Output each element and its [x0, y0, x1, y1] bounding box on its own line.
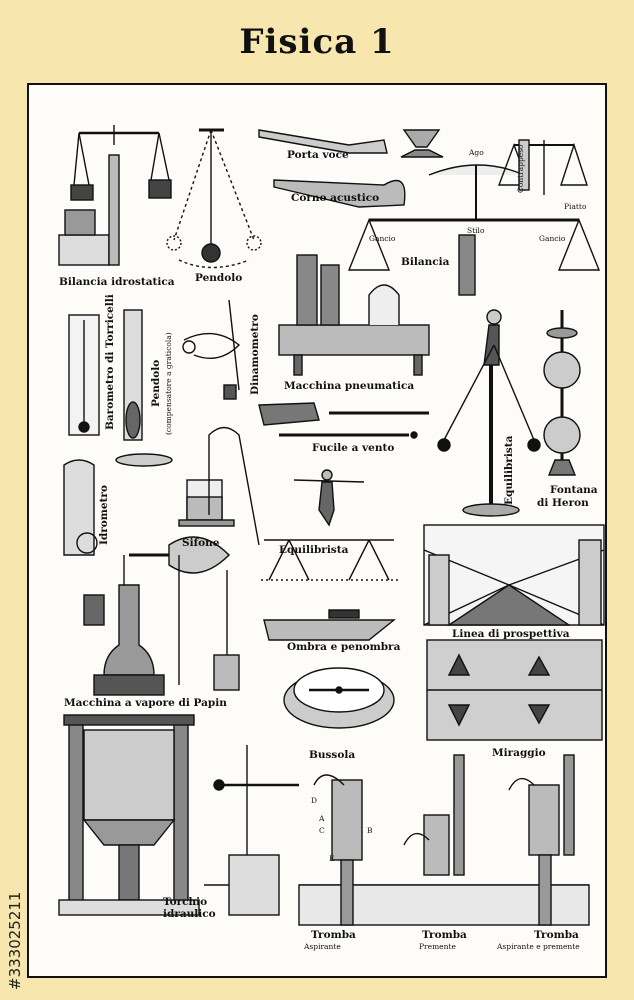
stock-id-watermark: #333025211	[6, 891, 24, 990]
label-ago: Ago	[469, 148, 484, 157]
label-porta-voce: Porta voce	[287, 149, 349, 161]
label-bilancia-idrostatica: Bilancia idrostatica	[59, 276, 175, 288]
hydrostatic-balance-drawing	[58, 125, 172, 266]
label-pendolo-comp-sub: (compensatore a graticola)	[164, 332, 173, 435]
engraving-plate: Bilancia idrostatica Pendolo Porta voce …	[27, 83, 607, 978]
label-idraulico: idraulico	[163, 908, 216, 920]
label-dinamometro: Dinamometro	[249, 314, 261, 395]
pump-letter-b: B	[367, 826, 373, 835]
pump-letter-a: A	[319, 814, 325, 823]
pump-letter-d: D	[311, 796, 318, 805]
compass-drawing	[283, 667, 395, 729]
cup-drawing	[400, 129, 444, 158]
air-pump-drawing	[278, 254, 430, 376]
label-barometro: Barometro di Torricelli	[104, 294, 116, 430]
label-pendolo-comp: Pendolo	[150, 359, 162, 407]
label-macchina-pneumatica: Macchina pneumatica	[284, 380, 415, 392]
perspective-drawing	[423, 524, 605, 626]
pump-letter-c: C	[319, 826, 325, 835]
label-torchio: Torchio	[163, 896, 208, 908]
label-tromba-2-sub: Premente	[419, 942, 456, 951]
heron-fountain-drawing	[543, 310, 581, 476]
pumps-drawing	[298, 754, 590, 926]
label-sifone: Sifone	[182, 537, 220, 549]
label-bilancia: Bilancia	[401, 256, 450, 268]
label-miraggio: Miraggio	[492, 747, 546, 759]
hydraulic-press-drawing	[58, 714, 299, 916]
engraving-drawings	[58, 125, 605, 926]
pendulum-drawing	[166, 128, 262, 269]
label-fucile-a-vento: Fucile a vento	[312, 442, 395, 454]
mirage-drawing	[426, 639, 603, 741]
label-bussola: Bussola	[309, 749, 356, 761]
label-tromba-2: Tromba	[422, 929, 467, 941]
speaking-trumpet-drawing	[258, 129, 406, 208]
balancing-figure-drawing	[437, 309, 541, 517]
hygrometer-drawing	[63, 459, 98, 556]
compensating-pendulum-drawing	[115, 309, 173, 467]
papin-steam-engine-drawing	[83, 536, 240, 696]
label-tromba-1-sub: Aspirante	[304, 942, 341, 951]
label-fontana: Fontana	[550, 484, 598, 496]
label-stilo: Stilo	[467, 226, 485, 235]
label-tromba-3-sub: Aspirante e premente	[497, 942, 580, 951]
label-equilibrista: Equilibrista	[279, 544, 349, 556]
label-gancio-right: Gancio	[539, 234, 566, 243]
label-tromba-3: Tromba	[534, 929, 579, 941]
label-di-heron: di Heron	[537, 497, 589, 509]
label-gancio-left: Gancio	[369, 234, 396, 243]
tightrope-walker-drawing	[261, 469, 401, 581]
label-pendolo: Pendolo	[195, 272, 243, 284]
siphon-drawing	[178, 426, 260, 546]
label-contrappeso: Contrappeso	[516, 144, 525, 193]
label-linea-prospettiva: Linea di prospettiva	[452, 628, 570, 640]
barometer-drawing	[68, 314, 100, 436]
pump-letter-e: E	[329, 854, 335, 863]
label-ombra: Ombra e penombra	[287, 641, 401, 653]
dynamometer-drawing	[182, 299, 241, 400]
label-piatto: Piatto	[564, 202, 587, 211]
air-rifle-drawing	[258, 402, 429, 439]
label-tromba-1: Tromba	[311, 929, 356, 941]
label-equilibrista-vert: Equilibrista	[503, 435, 515, 505]
balance-drawing	[347, 139, 601, 296]
label-idrometro: Idrometro	[98, 485, 110, 545]
shadow-drawing	[263, 609, 396, 641]
page-title: Fisica 1	[239, 22, 395, 62]
label-macchina-papin: Macchina a vapore di Papin	[64, 697, 227, 709]
label-corno-acustico: Corno acustico	[291, 192, 380, 204]
